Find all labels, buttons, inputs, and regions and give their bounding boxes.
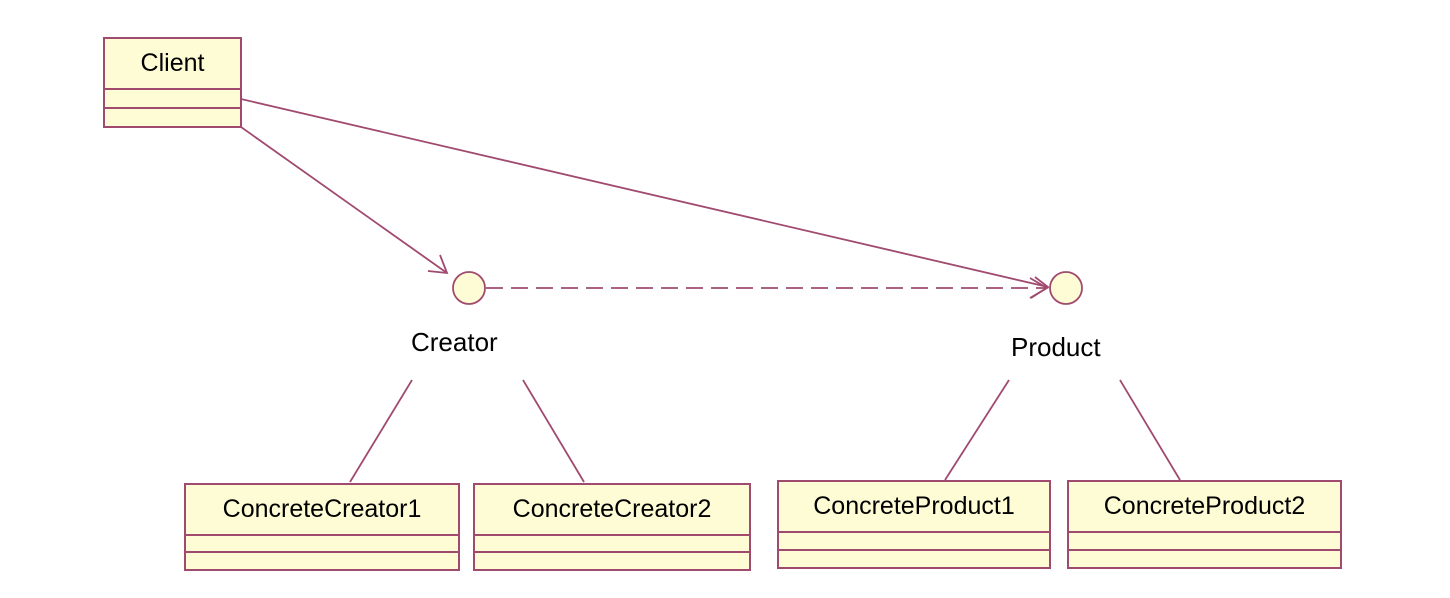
class-attributes <box>779 533 1049 551</box>
client-class: Client <box>103 37 242 128</box>
class-name: Client <box>105 39 240 90</box>
concrete-creator1-class: ConcreteCreator1 <box>184 483 460 571</box>
client-to-creator-arrowhead <box>427 254 449 275</box>
concrete-product2-class: ConcreteProduct2 <box>1067 480 1342 569</box>
class-operations <box>105 109 240 126</box>
class-operations <box>1069 551 1340 567</box>
creator-to-product-dependency-arrowhead <box>1029 277 1049 299</box>
creator-interface-label: Creator <box>411 327 498 357</box>
creator-interface-icon <box>452 271 486 305</box>
class-operations <box>186 553 458 569</box>
concrete-product1-realization <box>944 379 1010 481</box>
class-attributes <box>475 536 749 553</box>
class-operations <box>475 553 749 569</box>
class-name: ConcreteProduct2 <box>1069 482 1340 533</box>
concrete-creator2-realization <box>522 379 585 483</box>
client-to-creator-association <box>240 126 448 274</box>
concrete-product2-realization <box>1119 379 1181 481</box>
class-attributes <box>1069 533 1340 551</box>
class-operations <box>779 551 1049 567</box>
concrete-creator2-class: ConcreteCreator2 <box>473 483 751 571</box>
class-attributes <box>105 90 240 109</box>
class-name: ConcreteCreator2 <box>475 485 749 536</box>
client-to-product-association <box>240 98 1049 288</box>
class-attributes <box>186 536 458 553</box>
concrete-creator1-realization <box>349 379 413 483</box>
concrete-product1-class: ConcreteProduct1 <box>777 480 1051 569</box>
class-name: ConcreteProduct1 <box>779 482 1049 533</box>
class-name: ConcreteCreator1 <box>186 485 458 536</box>
product-interface-icon <box>1049 271 1083 305</box>
product-interface-label: Product <box>1011 332 1101 362</box>
